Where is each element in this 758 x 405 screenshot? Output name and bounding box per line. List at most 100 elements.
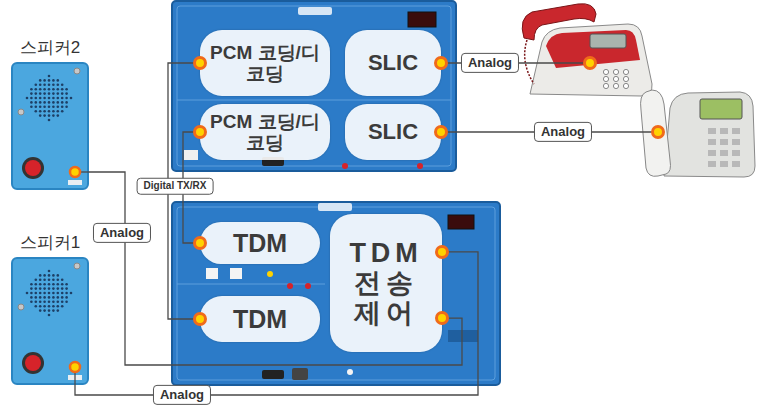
speaker-illustration [39, 309, 42, 312]
module-name: SLIC [353, 51, 433, 76]
port-dot [435, 245, 449, 259]
speaker-illustration [48, 75, 51, 78]
tdm-board [267, 271, 273, 277]
speaker-illustration [43, 279, 46, 282]
port-dot [193, 125, 207, 139]
tdm-board [172, 202, 500, 385]
speaker-illustration [61, 110, 64, 113]
speaker-illustration [48, 292, 51, 295]
telephone-2 [700, 99, 742, 119]
module-name: PCM 코딩/디코딩 [208, 111, 322, 154]
telephone-2 [720, 128, 728, 134]
pcm-slic-board [177, 100, 451, 101]
speaker-illustration [30, 283, 33, 286]
module-box: SLIC [345, 104, 441, 160]
speaker-illustration [52, 88, 55, 91]
speaker-illustration [43, 283, 46, 286]
port-dot [193, 56, 207, 70]
speaker-illustration [39, 88, 42, 91]
module-box: PCM 코딩/디코딩 [200, 30, 330, 96]
speaker-illustration [39, 305, 42, 308]
telephone-1 [603, 69, 608, 74]
speaker-illustration [35, 287, 38, 290]
tdm-board [172, 202, 500, 385]
speaker-illustration [52, 301, 55, 304]
speaker-illustration [57, 296, 60, 299]
signal-label: Analog [461, 53, 519, 73]
speaker-illustration [65, 301, 68, 304]
speaker-illustration [57, 309, 60, 312]
speaker-illustration [61, 92, 64, 95]
speaker-illustration [22, 352, 44, 374]
pcm-slic-board [298, 7, 332, 15]
speaker-illustration [35, 88, 38, 91]
speaker-illustration [39, 114, 42, 117]
telephone-2 [664, 92, 755, 177]
speaker-illustration [48, 84, 51, 87]
telephone-1 [623, 69, 628, 74]
speaker-illustration [70, 292, 73, 295]
speaker-illustration [35, 97, 38, 100]
speaker-illustration [57, 283, 60, 286]
telephone-1 [530, 24, 652, 96]
speaker-illustration [52, 79, 55, 82]
speaker-illustration [57, 279, 60, 282]
speaker-illustration [43, 309, 46, 312]
port-dot [434, 56, 448, 70]
speaker-illustration [57, 110, 60, 113]
speaker-illustration [48, 92, 51, 95]
tdm-board [262, 370, 284, 379]
speaker-illustration [52, 309, 55, 312]
telephone-2 [641, 90, 755, 177]
signal-label: Analog [93, 223, 151, 243]
speaker-illustration [48, 106, 51, 109]
telephone-2 [732, 139, 740, 145]
speaker-illustration [43, 101, 46, 104]
speaker-illustration [80, 171, 89, 172]
speaker-illustration [48, 114, 51, 117]
speaker-illustration [35, 92, 38, 95]
speaker-illustration [57, 101, 60, 104]
speaker-illustration [30, 88, 33, 91]
speaker-illustration [11, 257, 89, 385]
speaker-illustration [12, 63, 88, 189]
telephone-1 [546, 30, 640, 68]
speaker-name: 스피커1 [11, 233, 89, 253]
module-box: TDM [200, 296, 320, 342]
speaker-illustration [35, 279, 38, 282]
port-dot [653, 127, 664, 138]
speaker-illustration [48, 274, 51, 277]
speaker-illustration [39, 283, 42, 286]
speaker-illustration [57, 305, 60, 308]
telephone-1 [525, 40, 534, 84]
speaker-illustration [48, 305, 51, 308]
tdm-board [287, 283, 293, 289]
speaker-illustration [52, 279, 55, 282]
module-name: PCM 코딩/디코딩 [208, 42, 322, 85]
tdm-board [177, 284, 325, 285]
connector [89, 172, 462, 365]
telephone-2 [732, 161, 740, 167]
speaker-illustration [30, 287, 33, 290]
speaker-illustration [35, 84, 38, 87]
speaker-illustration [39, 110, 42, 113]
telephone-1 [590, 34, 626, 48]
speaker-illustration [43, 274, 46, 277]
module-box: TDM [200, 222, 320, 264]
speaker-illustration [43, 301, 46, 304]
speaker-illustration [39, 97, 42, 100]
telephone-2 [708, 128, 716, 134]
telephone-1 [603, 83, 608, 88]
speaker-illustration [43, 287, 46, 290]
speaker-illustration [65, 292, 68, 295]
speaker-illustration [48, 79, 51, 82]
tdm-board [347, 369, 353, 375]
signal-label: Analog [153, 385, 211, 405]
speaker-illustration [35, 305, 38, 308]
speaker-illustration [30, 97, 33, 100]
speaker-illustration [48, 309, 51, 312]
telephone-2 [720, 139, 728, 145]
speaker-illustration [61, 283, 64, 286]
speaker-illustration [35, 296, 38, 299]
speaker-illustration [65, 88, 68, 91]
